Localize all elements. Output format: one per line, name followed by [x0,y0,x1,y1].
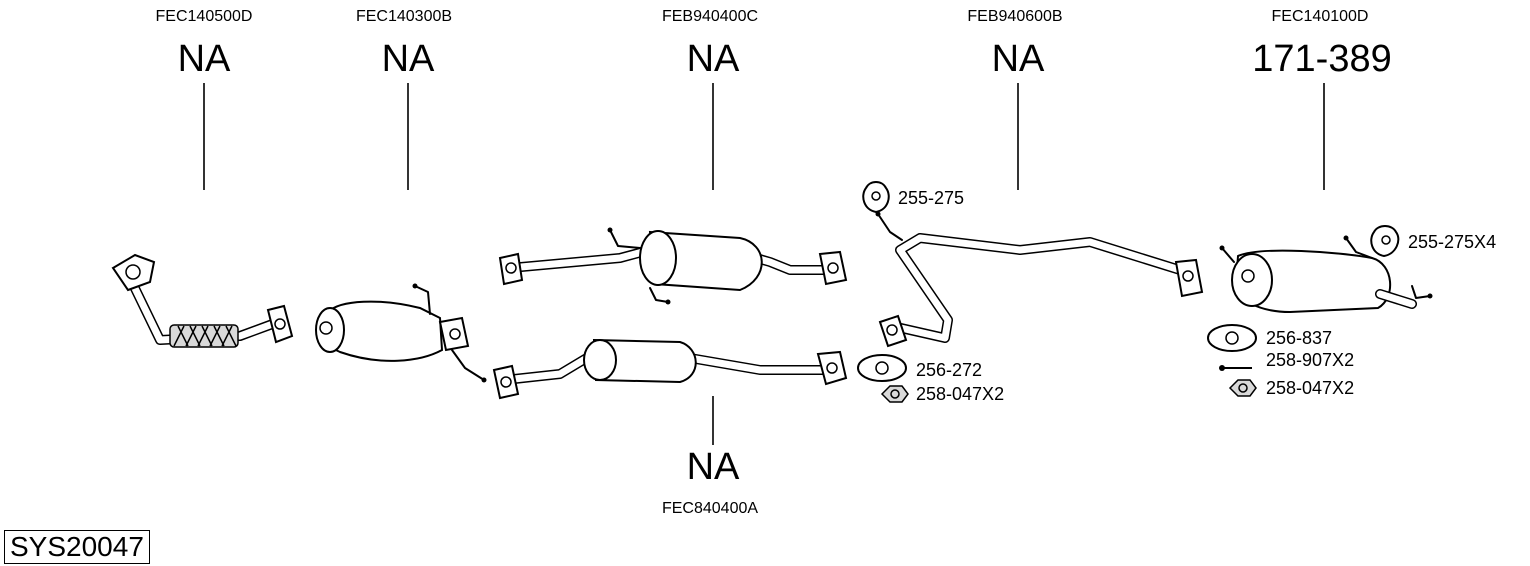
part-price-rear-silencer: 171-389 [1252,38,1392,80]
rear-silencer-drawing [1219,235,1433,314]
part-price-front-pipe: NA [177,38,231,80]
rubber-hanger-icon-rear [1370,225,1400,258]
catalyst-drawing [315,283,487,383]
gasket-icon [857,354,907,382]
nut-icon [880,385,909,403]
part-price-intermediate-pipe: NA [991,38,1045,80]
accessory-label-hanger-rear: 255-275X4 [1408,232,1497,252]
accessory-label-hanger: 255-275 [898,188,965,208]
part-price-catalyst: NA [381,38,435,80]
part-code-front-pipe: FEC140500D [155,8,253,25]
rubber-hanger-icon [862,181,890,214]
part-price-centre-silencer-top: NA [686,38,740,80]
centre-silencer-bottom-drawing [492,338,848,400]
part-price-centre-silencer-bottom: NA [686,446,740,488]
accessory-label-nut: 258-047X2 [916,384,1005,404]
gasket-icon-rear [1207,324,1257,352]
part-code-centre-silencer-bottom: FEC840400A [661,500,759,517]
nut-icon-rear [1228,379,1257,397]
centre-silencer-top-drawing [498,227,848,305]
accessory-label-gasket-rear: 256-837 [1266,328,1333,348]
intermediate-pipe-drawing [875,211,1204,348]
part-code-centre-silencer-top: FEB940400C [661,8,759,25]
accessory-label-gasket: 256-272 [916,360,983,380]
front-pipe-drawing [111,253,294,348]
accessory-label-nut-rear: 258-047X2 [1266,378,1355,398]
system-id-label: SYS20047 [4,530,150,564]
bolt-icon [1219,365,1252,371]
part-code-rear-silencer: FEC140100D [1271,8,1369,25]
accessory-label-bolt: 258-907X2 [1266,350,1355,370]
part-code-catalyst: FEC140300B [355,8,453,25]
part-code-intermediate-pipe: FEB940600B [967,8,1063,25]
